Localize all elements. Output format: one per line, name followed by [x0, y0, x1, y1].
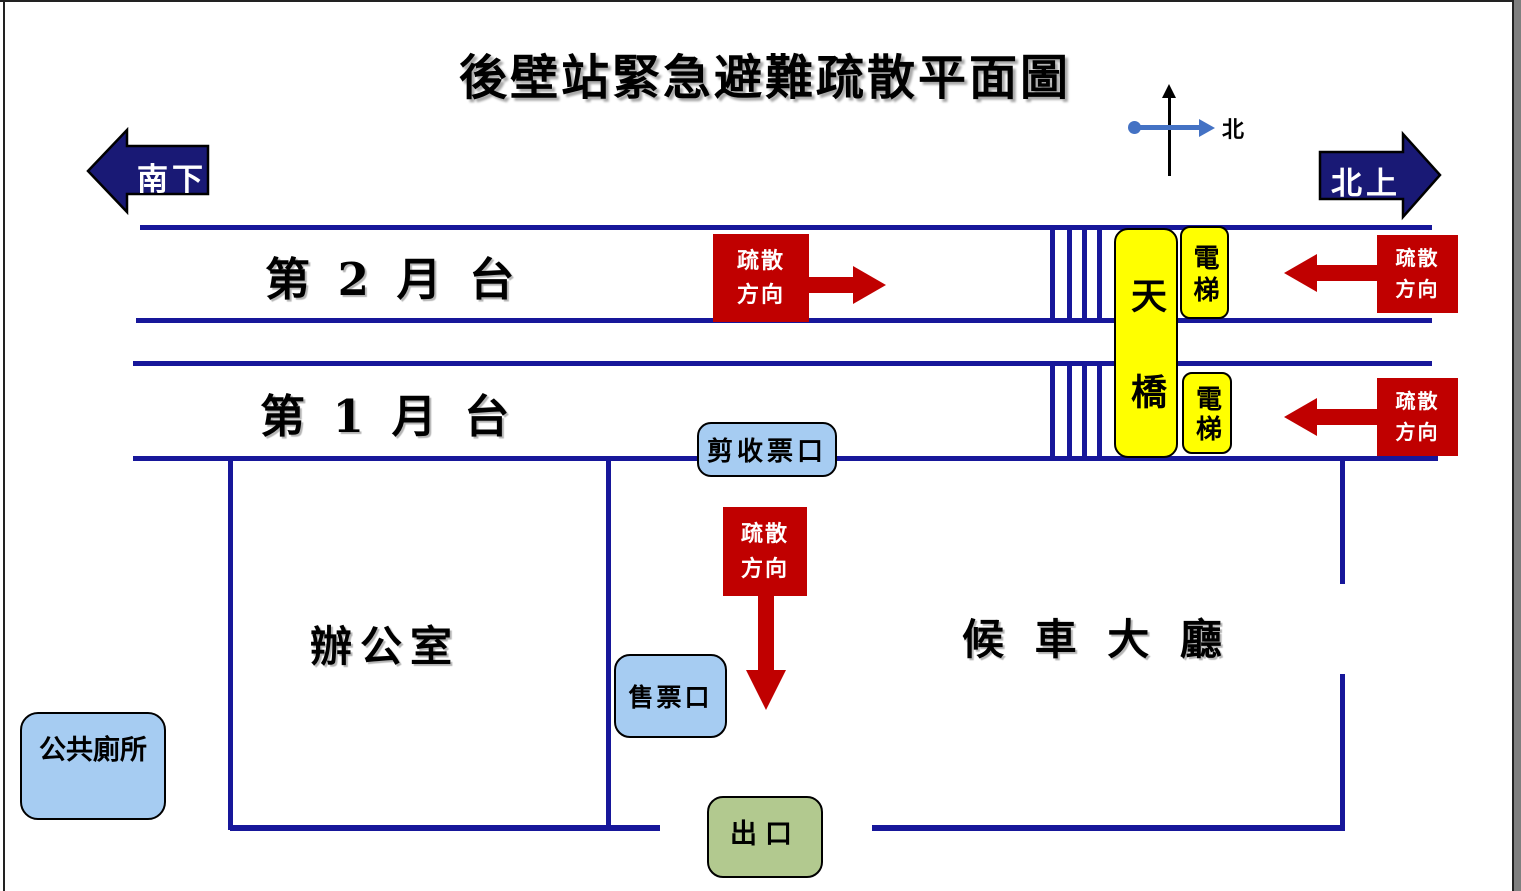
platform1-label: 第 1 月 台: [260, 390, 516, 443]
evacuation-arrow-shaft: [1315, 265, 1377, 281]
evacuation-direction-box-platform2: 疏散 方向: [713, 234, 809, 322]
evacuation-label-line2: 方向: [740, 555, 789, 582]
exit-box: 出口: [707, 796, 823, 878]
ticket-gate-box: 剪收票口: [697, 422, 837, 477]
evacuation-arrow-shaft: [758, 596, 774, 670]
elevator-upper-box: 電梯: [1180, 226, 1229, 319]
hall-right-wall-upper: [1340, 456, 1345, 584]
evacuation-arrow-right-icon: [853, 266, 886, 304]
compass-north-label: 北: [1222, 117, 1245, 143]
evacuation-arrow-shaft: [808, 277, 854, 293]
compass-north-arrow-icon: [1162, 84, 1176, 98]
footbridge-label: 天橋: [1125, 277, 1167, 469]
stair-line: [1082, 227, 1087, 321]
frame-left-border: [3, 0, 5, 891]
public-toilet-label: 公共廁所: [39, 735, 147, 766]
ticket-office-box: 售票口: [614, 654, 727, 738]
stair-line: [1050, 227, 1055, 321]
stair-line: [1050, 363, 1055, 459]
evacuation-arrow-shaft: [1315, 409, 1377, 425]
evacuation-arrow-left-icon: [1284, 254, 1317, 292]
platform2-top-edge-line: [140, 225, 1432, 230]
office-right-wall: [606, 456, 611, 828]
elevator-lower-box: 電梯: [1182, 372, 1232, 454]
stair-line: [1082, 363, 1087, 459]
public-toilet-box: 公共廁所: [20, 712, 166, 820]
exit-label: 出口: [730, 819, 800, 850]
southbound-label: 南下: [137, 162, 207, 198]
evacuation-arrow-left-icon: [1284, 398, 1317, 436]
evacuation-label-line1: 疏散: [1395, 246, 1440, 270]
evacuation-direction-box-hall: 疏散 方向: [723, 507, 807, 596]
evacuation-label-line2: 方向: [736, 282, 785, 308]
bottom-wall-left-segment: [230, 825, 660, 831]
evacuation-direction-box-lower-right: 疏散 方向: [1377, 378, 1458, 456]
compass-pointer-dot: [1128, 121, 1141, 134]
frame-right-strip: [1514, 0, 1521, 891]
elevator-upper-label: 電梯: [1189, 243, 1219, 308]
northbound-arrow-icon: [1318, 130, 1442, 221]
waiting-hall-label: 候 車 大 廳: [962, 615, 1230, 664]
platform2-label: 第 2 月 台: [265, 253, 521, 306]
office-label: 辦公室: [310, 622, 461, 671]
evacuation-label-line2: 方向: [1395, 420, 1440, 444]
stair-line: [1067, 363, 1072, 459]
compass-axis-line: [1168, 96, 1171, 176]
northbound-label: 北上: [1331, 166, 1401, 202]
stair-line: [1067, 227, 1072, 321]
stair-line: [1097, 363, 1102, 459]
stair-line: [1097, 227, 1102, 321]
footbridge-box: 天橋: [1114, 228, 1178, 469]
platform1-top-edge-line: [133, 361, 1432, 366]
evacuation-label-line2: 方向: [1395, 277, 1440, 301]
ticket-office-label: 售票口: [628, 683, 713, 712]
office-left-wall: [228, 456, 233, 830]
compass-pointer-head: [1199, 119, 1215, 137]
evacuation-label-line1: 疏散: [740, 521, 789, 548]
page-title: 後壁站緊急避難疏散平面圖: [458, 50, 1071, 106]
elevator-lower-label: 電梯: [1191, 385, 1222, 445]
frame-right-border: [1512, 0, 1514, 891]
southbound-arrow-icon: [86, 126, 210, 216]
evacuation-direction-box-upper-right: 疏散 方向: [1377, 235, 1458, 313]
evacuation-label-line1: 疏散: [1395, 389, 1440, 413]
ticket-gate-label: 剪收票口: [706, 437, 827, 467]
frame-top-border: [0, 0, 1521, 2]
evacuation-label-line1: 疏散: [736, 247, 785, 274]
evacuation-arrow-down-icon: [746, 670, 786, 710]
bottom-wall-right-segment: [872, 825, 1345, 831]
compass-pointer-shaft: [1136, 125, 1200, 130]
hall-right-wall-lower: [1340, 674, 1345, 830]
